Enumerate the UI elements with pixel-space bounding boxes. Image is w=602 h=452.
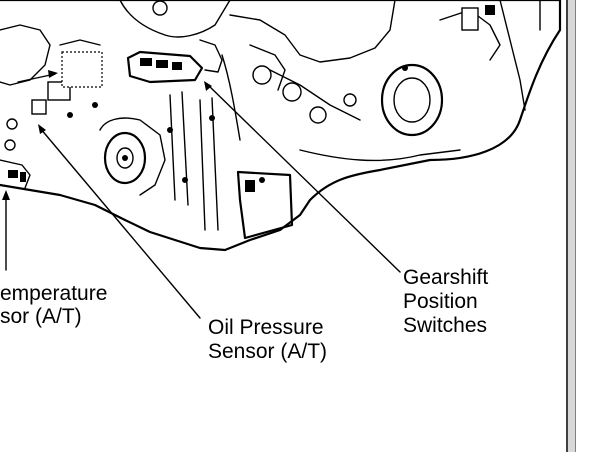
transmission-illustration xyxy=(0,0,562,252)
page-border xyxy=(566,0,576,452)
leader-lines xyxy=(2,70,401,319)
temp-sensor-label-line1: emperature xyxy=(0,282,107,305)
gearshift-label-line1: Gearshift xyxy=(403,266,488,289)
callout-labels: emperature sor (A/T) Oil Pressure Sensor… xyxy=(0,266,488,363)
temp-sensor-label-line2: sor (A/T) xyxy=(0,305,82,328)
oil-sensor-label-line1: Oil Pressure xyxy=(208,316,324,339)
gearshift-label-line2: Position xyxy=(403,290,478,313)
gearshift-label-line3: Switches xyxy=(403,314,487,337)
oil-sensor-label-line2: Sensor (A/T) xyxy=(208,340,327,363)
